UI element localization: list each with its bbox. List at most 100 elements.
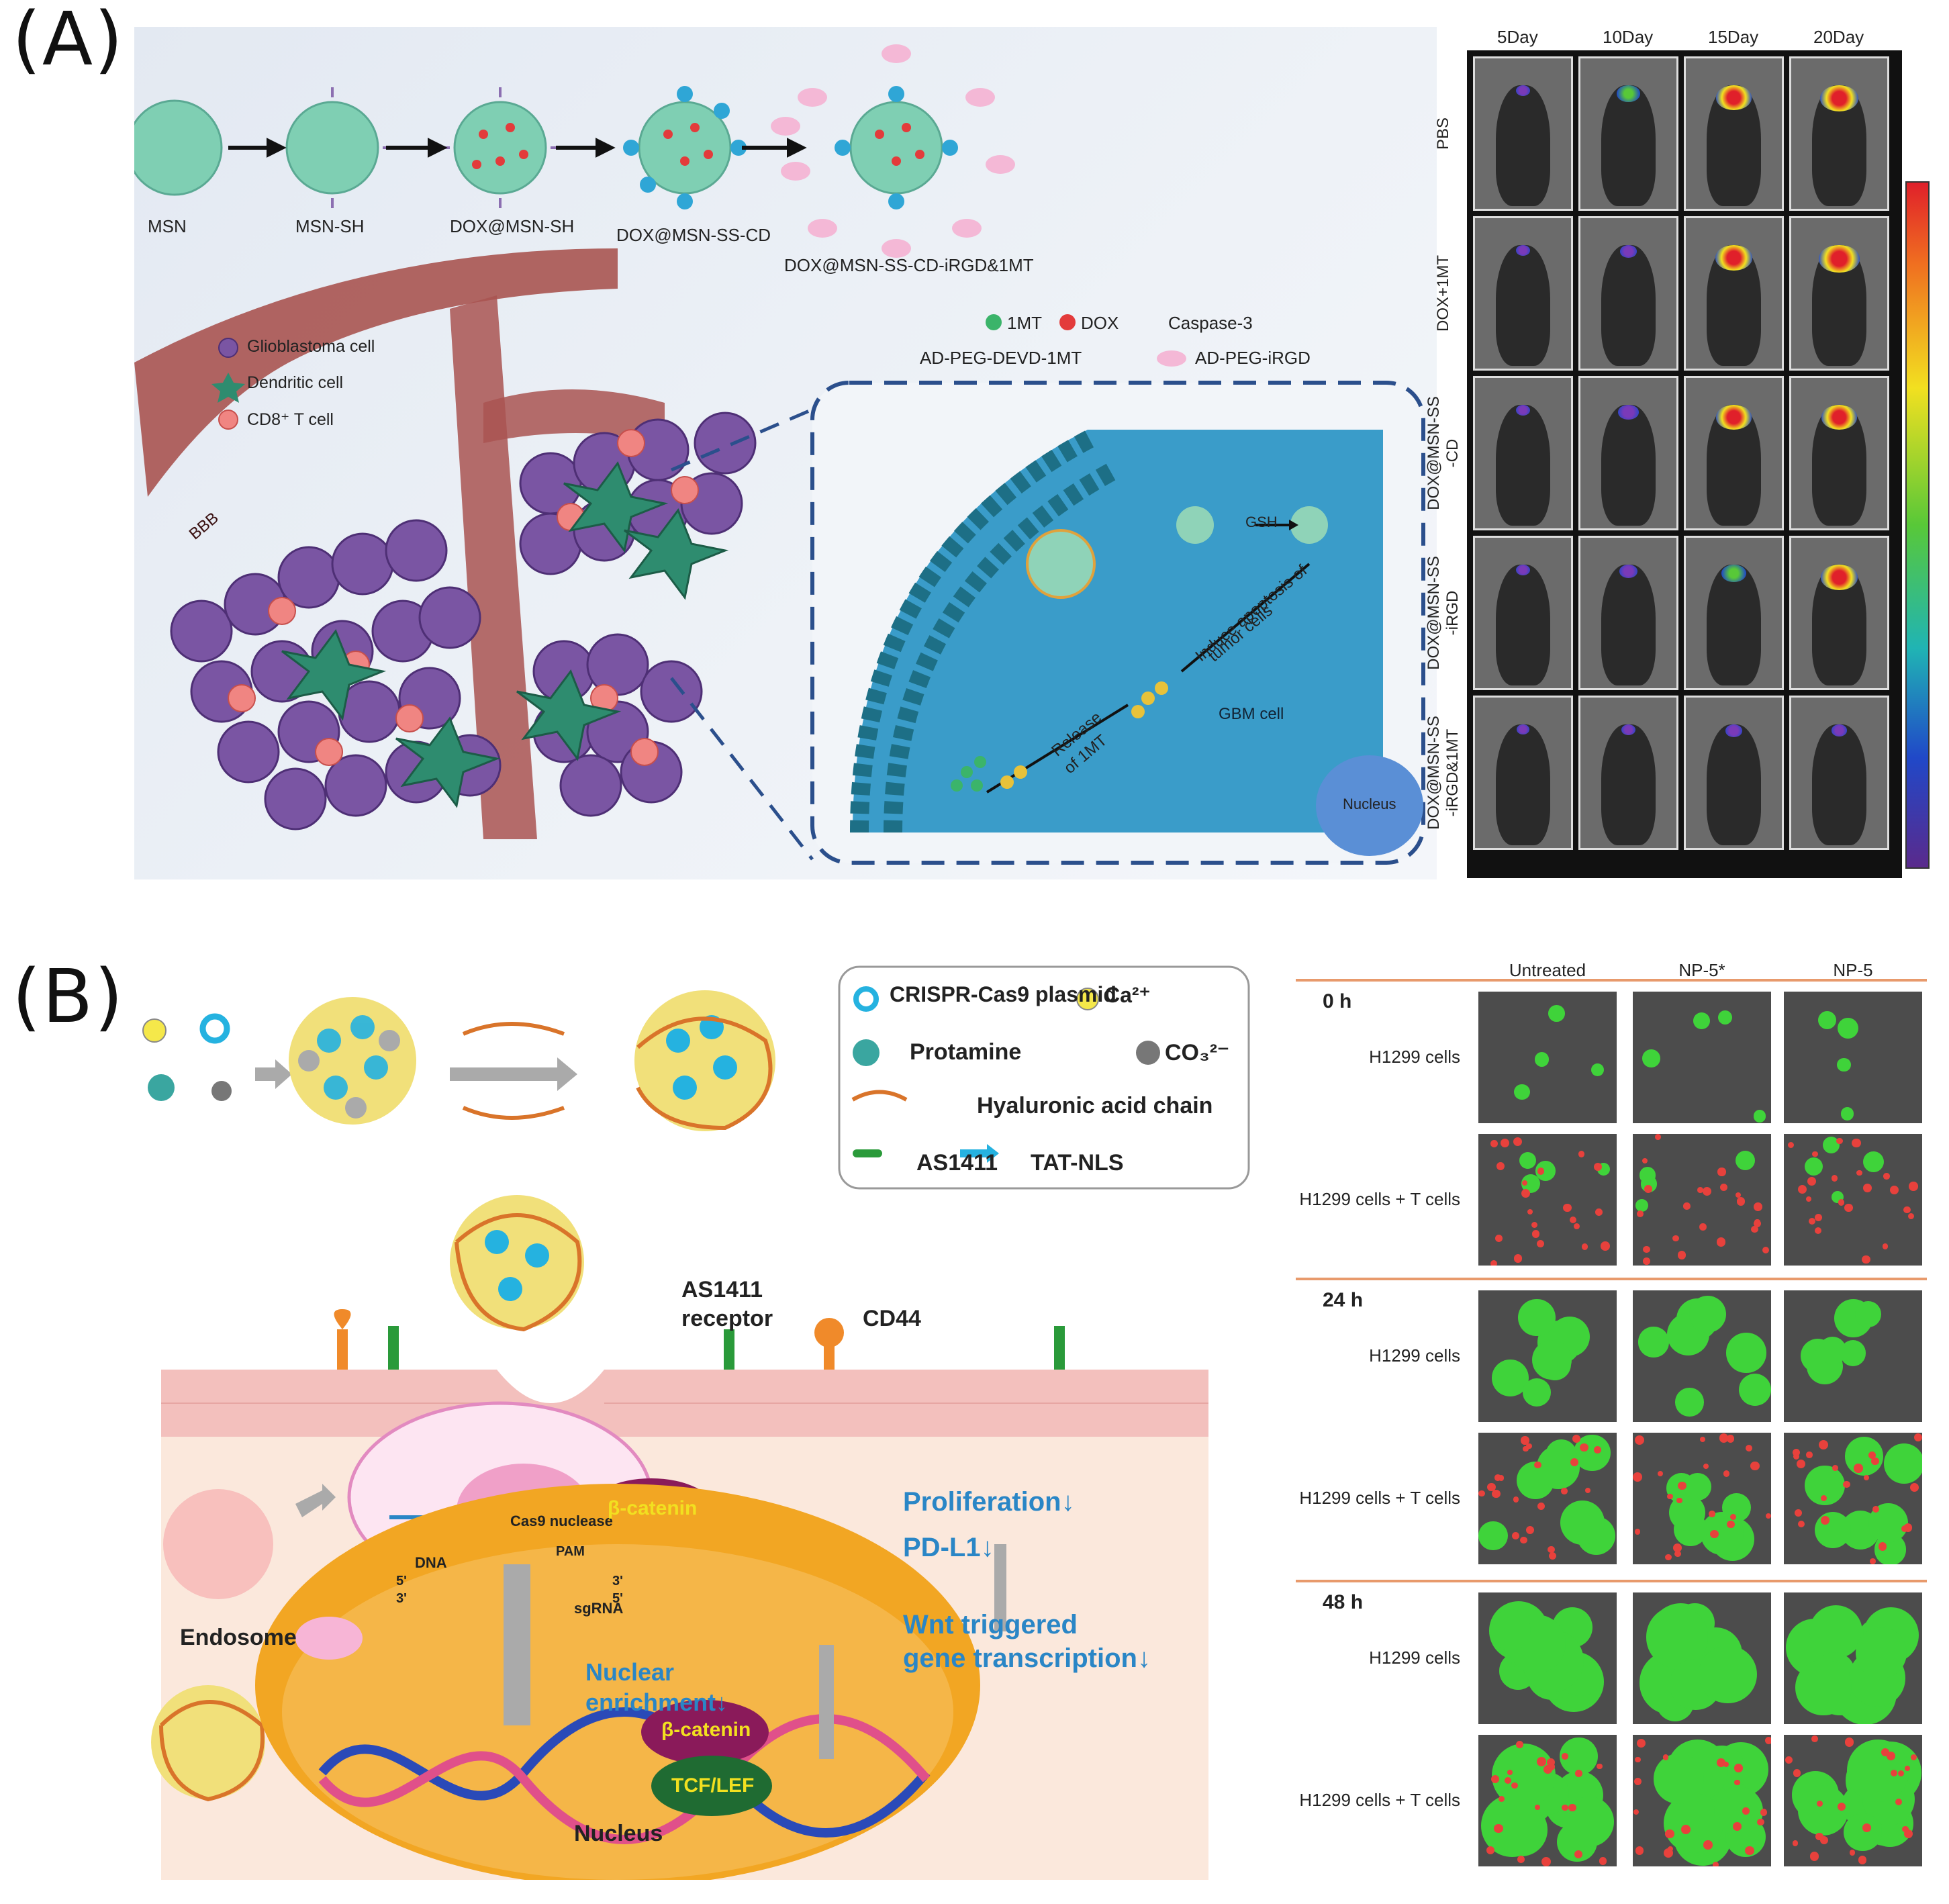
synthesis-label-dox-msn-ss-cd: DOX@MSN-SS-CD [616, 225, 771, 245]
imaging-row-1: DOX+1MT [1434, 254, 1452, 332]
micro-row-label: H1299 cells + T cells [1299, 1189, 1460, 1209]
imaging-tile [1578, 536, 1678, 690]
imaging-tile [1789, 56, 1889, 211]
micro-row-label: H1299 cells [1369, 1648, 1460, 1668]
micro-row-label: H1299 cells [1369, 1047, 1460, 1067]
dendritic-cells [281, 461, 729, 808]
inset-gbm: GBM cell [1219, 705, 1284, 723]
micro-image [1782, 1431, 1923, 1566]
imaging-day-3: 20Day [1813, 27, 1864, 47]
beta-catenin-nuc: β-catenin [661, 1719, 751, 1741]
imaging-tile [1789, 696, 1889, 850]
legend-dox: DOX [1081, 313, 1119, 333]
micro-col-0: Untreated [1509, 960, 1586, 980]
legend-protamine: Protamine [910, 1039, 1022, 1065]
micro-image [1477, 1733, 1618, 1868]
intensity-colorbar [1905, 181, 1930, 869]
micro-image [1477, 990, 1618, 1125]
membrane-as1411: AS1411 [681, 1277, 763, 1302]
imaging-row-2: DOX@MSN-SS -CD [1425, 396, 1462, 510]
micro-image [1782, 990, 1923, 1125]
dna-label: DNA [415, 1554, 447, 1571]
time-label-2: 48 h [1323, 1591, 1364, 1613]
micro-image [1631, 1733, 1772, 1868]
micro-row-label: H1299 cells + T cells [1299, 1488, 1460, 1508]
effect-proliferation: Proliferation↓ [903, 1487, 1075, 1517]
panel-b-schematic [142, 965, 1250, 1880]
micro-image [1477, 1431, 1618, 1566]
synthesis-arrows [228, 138, 807, 158]
imaging-tile [1789, 216, 1889, 371]
legend-co3: CO₃²⁻ [1165, 1040, 1229, 1065]
imaging-tile [1473, 696, 1573, 850]
dox-dots [472, 123, 924, 169]
endosome-label: Endosome [180, 1625, 297, 1650]
panel-b-label: (B) [12, 953, 125, 1039]
imaging-tile [1684, 216, 1784, 371]
micro-row-label: H1299 cells + T cells [1299, 1790, 1460, 1810]
imaging-day-1: 10Day [1603, 27, 1654, 47]
micro-col-1: NP-5* [1678, 960, 1725, 980]
imaging-tile [1684, 376, 1784, 530]
imaging-day-0: 5Day [1497, 27, 1538, 47]
imaging-tile [1684, 696, 1784, 850]
schematic-drawing [134, 44, 1425, 865]
time-divider [1296, 979, 1927, 982]
imaging-tile [1473, 536, 1573, 690]
membrane-cd44: CD44 [863, 1306, 921, 1331]
tcf-lef-label: TCF/LEF [671, 1774, 755, 1797]
legend-dendritic: Dendritic cell [247, 373, 344, 392]
pam-label: PAM [556, 1544, 585, 1559]
micro-image [1477, 1591, 1618, 1725]
micro-row-label: H1299 cells [1369, 1345, 1460, 1366]
legend-cd8: CD8⁺ T cell [247, 410, 334, 429]
dna-5-left: 5' [396, 1574, 407, 1588]
inset-nucleus: Nucleus [1343, 796, 1396, 812]
micro-image [1477, 1133, 1618, 1267]
legend-devd: AD-PEG-DEVD-1MT [920, 348, 1082, 368]
micro-image [1782, 1591, 1923, 1725]
imaging-tile [1684, 56, 1784, 211]
panel-a-schematic: MSN MSN-SH DOX@MSN-SH DOX@MSN-SS-CD DOX@… [134, 27, 1437, 879]
legend-ca: Ca²⁺ [1104, 983, 1151, 1007]
imaging-tile [1789, 536, 1889, 690]
synthesis-label-dox-msn-sh: DOX@MSN-SH [450, 216, 575, 236]
imaging-row-3: DOX@MSN-SS -iRGD [1425, 556, 1462, 670]
legend-caspase: Caspase-3 [1168, 313, 1253, 333]
time-divider [1296, 1580, 1927, 1582]
micro-image [1631, 990, 1772, 1125]
imaging-row-4: DOX@MSN-SS -iRGD&1MT [1425, 716, 1462, 830]
legend-plasmid: CRISPR-Cas9 plasmid [890, 982, 1116, 1006]
dna-3-right: 3' [612, 1574, 623, 1588]
effect-wnt-2: gene transcription↓ [903, 1644, 1151, 1673]
micro-col-2: NP-5 [1833, 960, 1873, 980]
beta-catenin-cyto: β-catenin [608, 1497, 698, 1519]
micro-image [1782, 1289, 1923, 1423]
cd-caps [623, 86, 958, 209]
imaging-tile [1578, 216, 1678, 371]
imaging-tile [1789, 376, 1889, 530]
sgrna-label: sgRNA [574, 1600, 624, 1617]
dna-5-right: 5' [612, 1591, 623, 1606]
cas9-label: Cas9 nuclease [510, 1513, 613, 1529]
irgd-ellipses [771, 44, 1015, 258]
time-divider [1296, 1278, 1927, 1280]
micro-image [1782, 1733, 1923, 1868]
imaging-tile [1578, 56, 1678, 211]
micro-image [1631, 1591, 1772, 1725]
synthesis-label-final: DOX@MSN-SS-CD-iRGD&1MT [784, 255, 1034, 275]
imaging-row-0: PBS [1434, 117, 1452, 150]
imaging-tile [1473, 216, 1573, 371]
micro-image [1782, 1133, 1923, 1267]
imaging-tile [1578, 696, 1678, 850]
imaging-tile [1473, 376, 1573, 530]
micro-image [1477, 1289, 1618, 1423]
synthesis-label-msn: MSN [148, 216, 187, 236]
micro-image [1631, 1289, 1772, 1423]
effect-wnt-1: Wnt triggered [903, 1610, 1078, 1639]
dna-3-left: 3' [396, 1591, 407, 1606]
imaging-day-2: 15Day [1708, 27, 1759, 47]
legend-tat: TAT-NLS [1031, 1150, 1124, 1176]
legend-ha: Hyaluronic acid chain [977, 1093, 1213, 1118]
micro-image [1631, 1133, 1772, 1267]
